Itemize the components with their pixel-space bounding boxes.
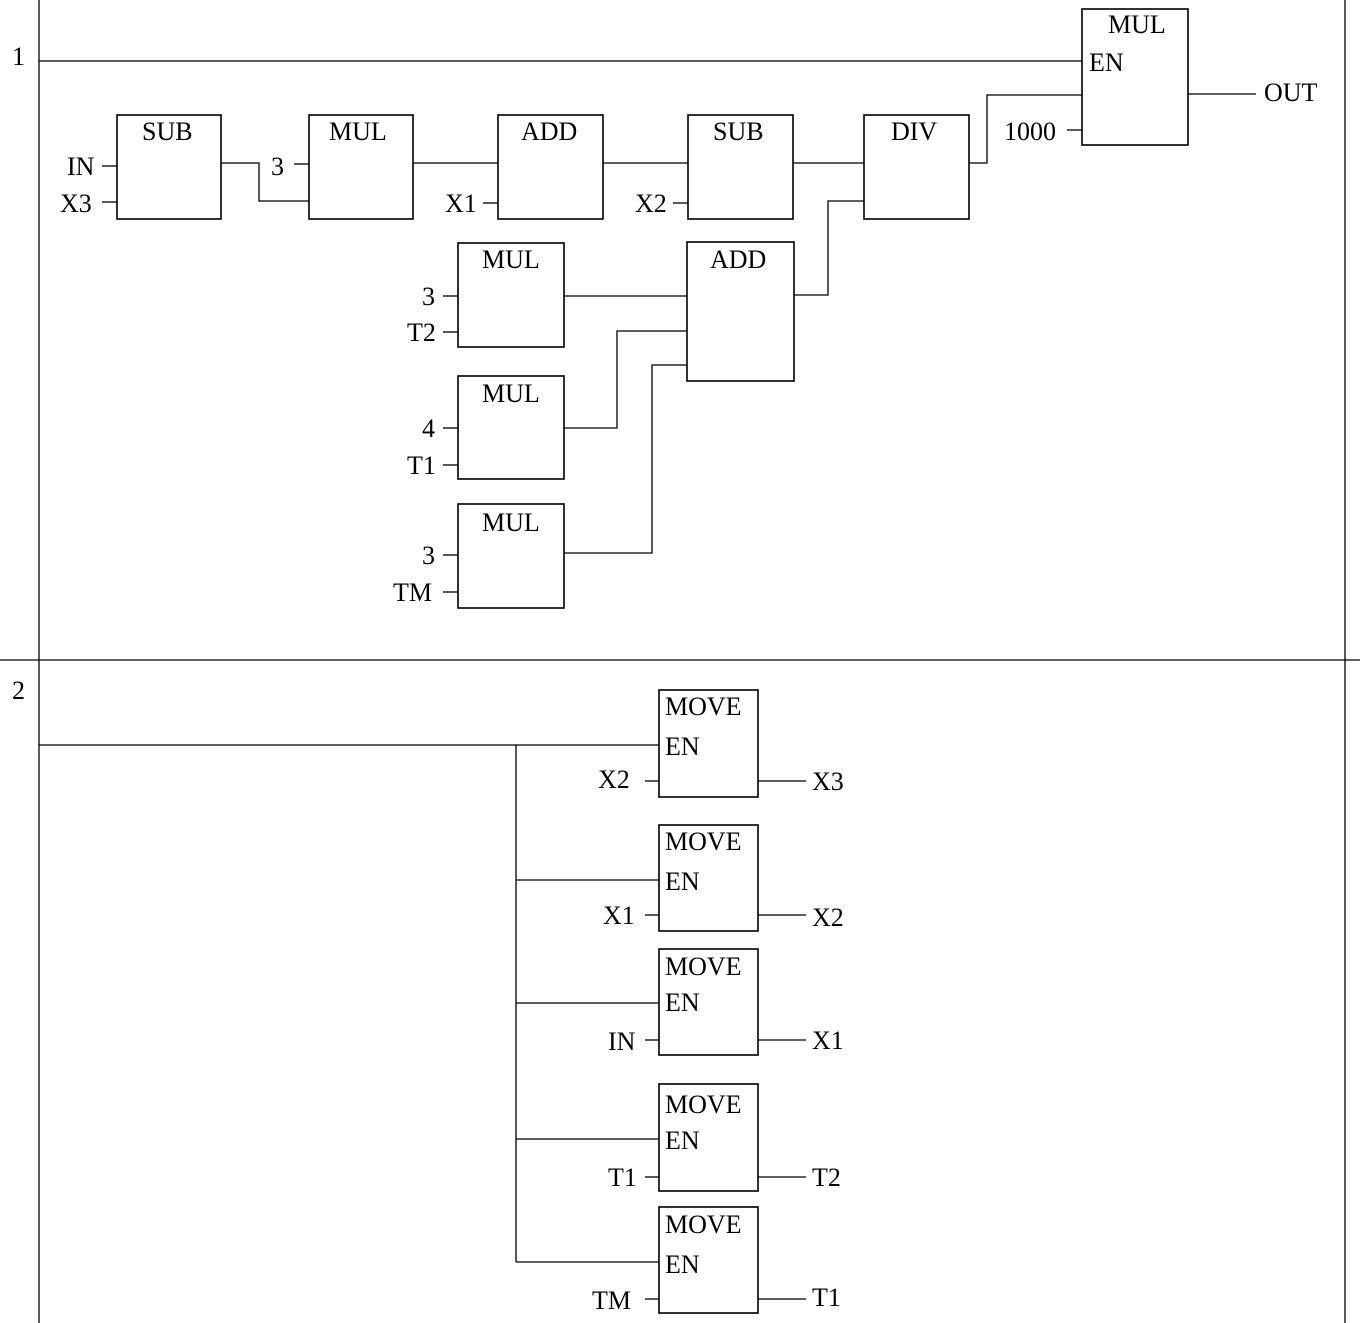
rung1-mul-block[interactable]: MUL <box>308 114 414 220</box>
output-label: T2 <box>812 1163 841 1192</box>
output-label: OUT <box>1264 78 1318 107</box>
rung1-sub2-block[interactable]: SUB <box>687 114 794 220</box>
rung1-div-block[interactable]: DIV <box>863 114 970 220</box>
enable-label: EN <box>665 1250 700 1279</box>
rung-2-number: 2 <box>12 676 25 705</box>
block-label: MOVE <box>665 827 742 856</box>
rung1-sub-block[interactable]: SUB <box>116 114 222 220</box>
rung2-move-block-1[interactable]: MOVE EN <box>658 689 759 798</box>
enable-label: EN <box>665 867 700 896</box>
block-label: MUL <box>482 508 540 537</box>
rung2-move-block-3[interactable]: MOVE EN <box>658 948 759 1056</box>
block-label: MOVE <box>665 952 742 981</box>
rung2-move-block-4[interactable]: MOVE EN <box>658 1083 759 1192</box>
block-label: MUL <box>329 117 387 146</box>
input-label: IN <box>608 1027 636 1056</box>
rung2-move-block-5[interactable]: MOVE EN <box>658 1206 759 1314</box>
output-label: T1 <box>812 1283 841 1312</box>
input-label: 3 <box>422 541 435 570</box>
input-label: T2 <box>407 318 436 347</box>
enable-label: EN <box>1089 48 1124 77</box>
rung1-mul-tm-block[interactable]: MUL <box>457 503 565 609</box>
enable-label: EN <box>665 732 700 761</box>
input-label: 1000 <box>1004 117 1056 146</box>
input-label: 3 <box>422 282 435 311</box>
input-label: X2 <box>635 189 667 218</box>
input-label: T1 <box>608 1163 637 1192</box>
block-label: SUB <box>713 117 764 146</box>
block-label: DIV <box>891 117 937 146</box>
rung1-mul-t1-block[interactable]: MUL <box>457 375 565 480</box>
input-label: X3 <box>60 189 92 218</box>
block-label: ADD <box>521 117 577 146</box>
enable-label: EN <box>665 1126 700 1155</box>
output-label: X3 <box>812 767 844 796</box>
input-label: IN <box>67 152 95 181</box>
block-label: MOVE <box>665 1090 742 1119</box>
rung-1-number: 1 <box>12 42 25 71</box>
input-label: T1 <box>407 451 436 480</box>
rung2-move-block-2[interactable]: MOVE EN <box>658 824 759 932</box>
block-label: MUL <box>482 245 540 274</box>
block-label: MOVE <box>665 1210 742 1239</box>
input-label: TM <box>393 578 432 607</box>
rung1-add-block[interactable]: ADD <box>497 114 604 220</box>
block-label: ADD <box>710 245 766 274</box>
input-label: 3 <box>271 152 284 181</box>
input-label: TM <box>592 1286 631 1315</box>
output-label: X1 <box>812 1026 844 1055</box>
rung1-lower-add-block[interactable]: ADD <box>686 241 795 382</box>
block-label: SUB <box>142 117 193 146</box>
input-label: X1 <box>603 901 635 930</box>
block-label: MUL <box>482 379 540 408</box>
rung1-mul-t2-block[interactable]: MUL <box>457 242 565 348</box>
input-label: X1 <box>445 189 477 218</box>
input-label: X2 <box>598 765 630 794</box>
input-label: 4 <box>422 414 435 443</box>
block-label: MOVE <box>665 692 742 721</box>
enable-label: EN <box>665 988 700 1017</box>
rung1-final-mul-block[interactable]: MUL EN <box>1081 8 1189 146</box>
block-label: MUL <box>1108 10 1166 39</box>
output-label: X2 <box>812 903 844 932</box>
